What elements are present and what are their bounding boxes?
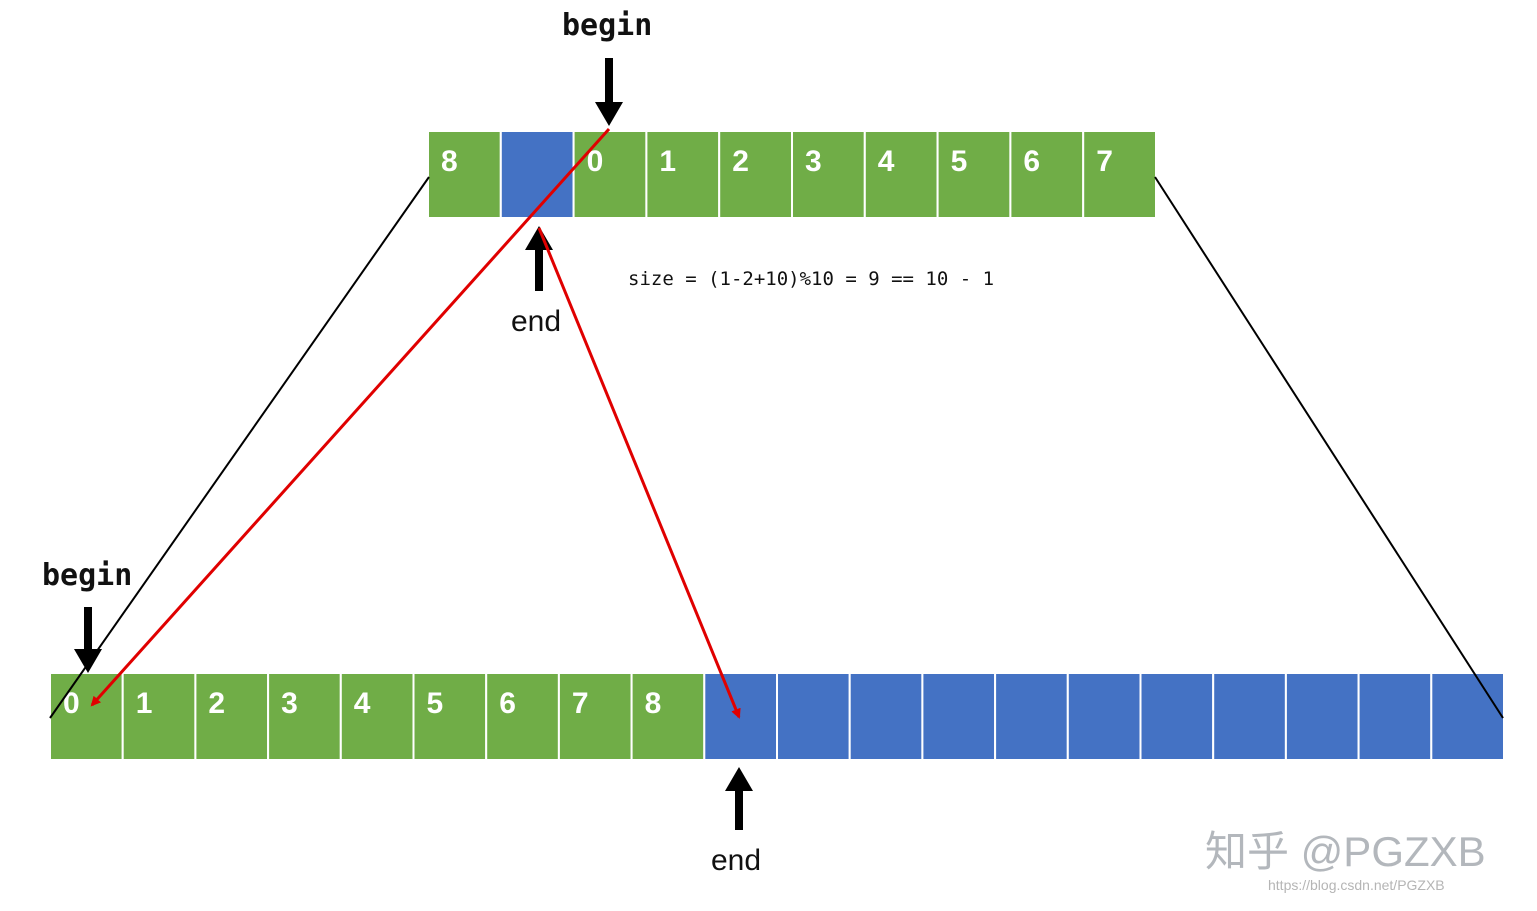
bottom-cell-17 [1284, 672, 1360, 761]
bottom-cell-2 [194, 672, 270, 761]
begin-top-arrow [595, 58, 623, 126]
bottom-cell-5 [412, 672, 488, 761]
top-cell-8 [1009, 130, 1085, 219]
top-cell-1 [499, 130, 575, 219]
begin-top-label: begin [562, 8, 653, 43]
end-bottom-label: end [711, 844, 762, 877]
bottom-cell-6 [485, 672, 560, 761]
bottom-cell-label-6: 6 [499, 687, 516, 720]
bottom-cell-0 [49, 672, 124, 761]
bottom-cell-label-7: 7 [572, 687, 589, 720]
bottom-cell-4 [339, 672, 415, 761]
bottom-cell-label-1: 1 [136, 687, 153, 720]
top-cell-4 [718, 130, 794, 219]
top-cell-0 [427, 130, 502, 219]
bottom-cell-10 [776, 672, 851, 761]
top-cell-label-2: 0 [587, 145, 604, 178]
bottom-cell-16 [1212, 672, 1287, 761]
bottom-cell-9 [703, 672, 778, 761]
bottom-cell-3 [267, 672, 342, 761]
top-cell-label-5: 3 [805, 145, 822, 178]
top-cell-label-8: 6 [1023, 145, 1040, 178]
bottom-cell-14 [1066, 672, 1142, 761]
begin-mapping-arrow [90, 127, 611, 707]
zhihu-watermark: 知乎 @PGZXB [1205, 828, 1486, 875]
top-cell-label-9: 7 [1096, 145, 1113, 178]
top-cell-label-0: 8 [441, 145, 458, 178]
top-cell-2 [572, 130, 648, 219]
end-bottom-arrow [725, 767, 753, 830]
bottom-cell-13 [994, 672, 1069, 761]
bottom-cell-18 [1357, 672, 1433, 761]
end-mapping-arrow [537, 227, 741, 719]
end-bottom-arrow-head [725, 767, 753, 791]
size-equation: size = (1-2+10)%10 = 9 == 10 - 1 [628, 268, 995, 290]
bottom-cell-15 [1139, 672, 1215, 761]
begin-bottom-arrow-head [74, 649, 102, 673]
top-cell-label-6: 4 [878, 145, 895, 178]
bottom-cell-label-5: 5 [427, 687, 444, 720]
bottom-cell-label-3: 3 [281, 687, 298, 720]
left-connector-line [49, 176, 430, 719]
bottom-cell-19 [1430, 672, 1506, 761]
end-top-label: end [511, 305, 562, 338]
bottom-cell-8 [630, 672, 706, 761]
bottom-cell-12 [921, 672, 997, 761]
right-connector-line [1154, 176, 1504, 719]
top-cell-label-4: 2 [732, 145, 749, 178]
begin-bottom-arrow-shaft [84, 607, 92, 651]
bottom-cell-1 [121, 672, 197, 761]
top-cell-9 [1082, 130, 1157, 219]
bottom-cell-label-8: 8 [645, 687, 662, 720]
top-cell-label-3: 1 [659, 145, 676, 178]
end-top-arrow [525, 226, 553, 291]
begin-top-arrow-head [595, 102, 623, 126]
end-bottom-arrow-shaft [735, 789, 743, 830]
top-array: 8 0 1 2 3 4 5 6 7 [427, 130, 1157, 219]
bottom-cell-label-2: 2 [208, 687, 225, 720]
bottom-array: 0 1 2 3 4 5 6 7 8 [49, 672, 1506, 761]
begin-bottom-arrow [74, 607, 102, 673]
bottom-cell-label-0: 0 [63, 687, 80, 720]
top-cell-3 [645, 130, 721, 219]
begin-top-arrow-shaft [605, 58, 613, 104]
top-cell-label-7: 5 [951, 145, 968, 178]
bottom-cell-11 [848, 672, 924, 761]
top-cell-6 [863, 130, 939, 219]
mapping-arrows [90, 127, 741, 719]
end-top-arrow-shaft [535, 248, 543, 291]
begin-bottom-label: begin [42, 558, 133, 593]
bottom-cell-label-4: 4 [354, 687, 371, 720]
source-url: https://blog.csdn.net/PGZXB [1268, 877, 1445, 893]
top-cell-7 [936, 130, 1012, 219]
top-cell-5 [791, 130, 866, 219]
connector-lines [49, 176, 1504, 719]
bottom-cell-7 [557, 672, 633, 761]
